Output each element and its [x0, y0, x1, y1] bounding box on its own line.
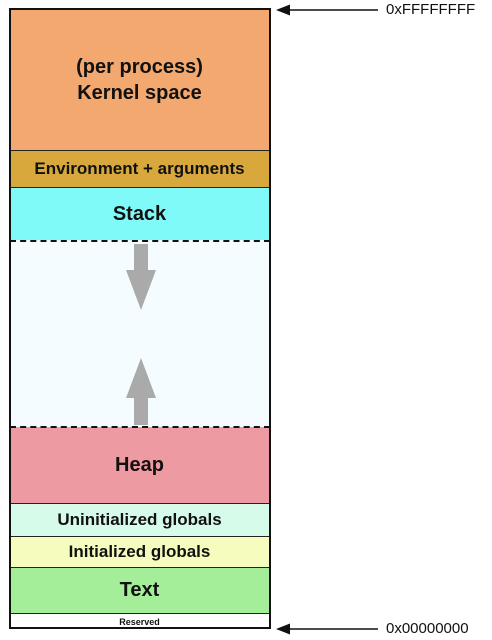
stack-label: Stack: [112, 202, 167, 225]
environment-arguments-segment: Environment + arguments: [10, 150, 269, 187]
text-label: Text: [119, 579, 160, 601]
initialized-globals-segment: Initialized globals: [10, 536, 269, 567]
reserved-label: Reserved: [119, 616, 160, 627]
heap-segment: Heap: [10, 427, 269, 503]
heap-label: Heap: [115, 453, 164, 476]
uninitialized-globals-label: Uninitialized globals: [57, 510, 222, 529]
text-segment: Text: [10, 567, 269, 613]
kernel-space-segment: (per process) Kernel space: [10, 10, 269, 150]
arrow-left-icon: [276, 4, 378, 16]
environment-arguments-label: Environment + arguments: [34, 159, 245, 178]
arrow-left-icon: [276, 623, 378, 635]
top-address-label: 0xFFFFFFFF: [386, 1, 476, 18]
kernel-space-label: Kernel space: [77, 82, 202, 104]
stack-boundary-dashed-line: [10, 240, 270, 242]
heap-boundary-dashed-line: [10, 426, 270, 428]
reserved-segment: Reserved: [10, 613, 269, 629]
bottom-address-label: 0x00000000: [386, 620, 469, 637]
free-space-segment: [10, 240, 269, 427]
kernel-space-qualifier: (per process): [76, 56, 203, 78]
uninitialized-globals-segment: Uninitialized globals: [10, 503, 269, 536]
stack-segment: Stack: [10, 187, 269, 240]
initialized-globals-label: Initialized globals: [68, 542, 211, 561]
